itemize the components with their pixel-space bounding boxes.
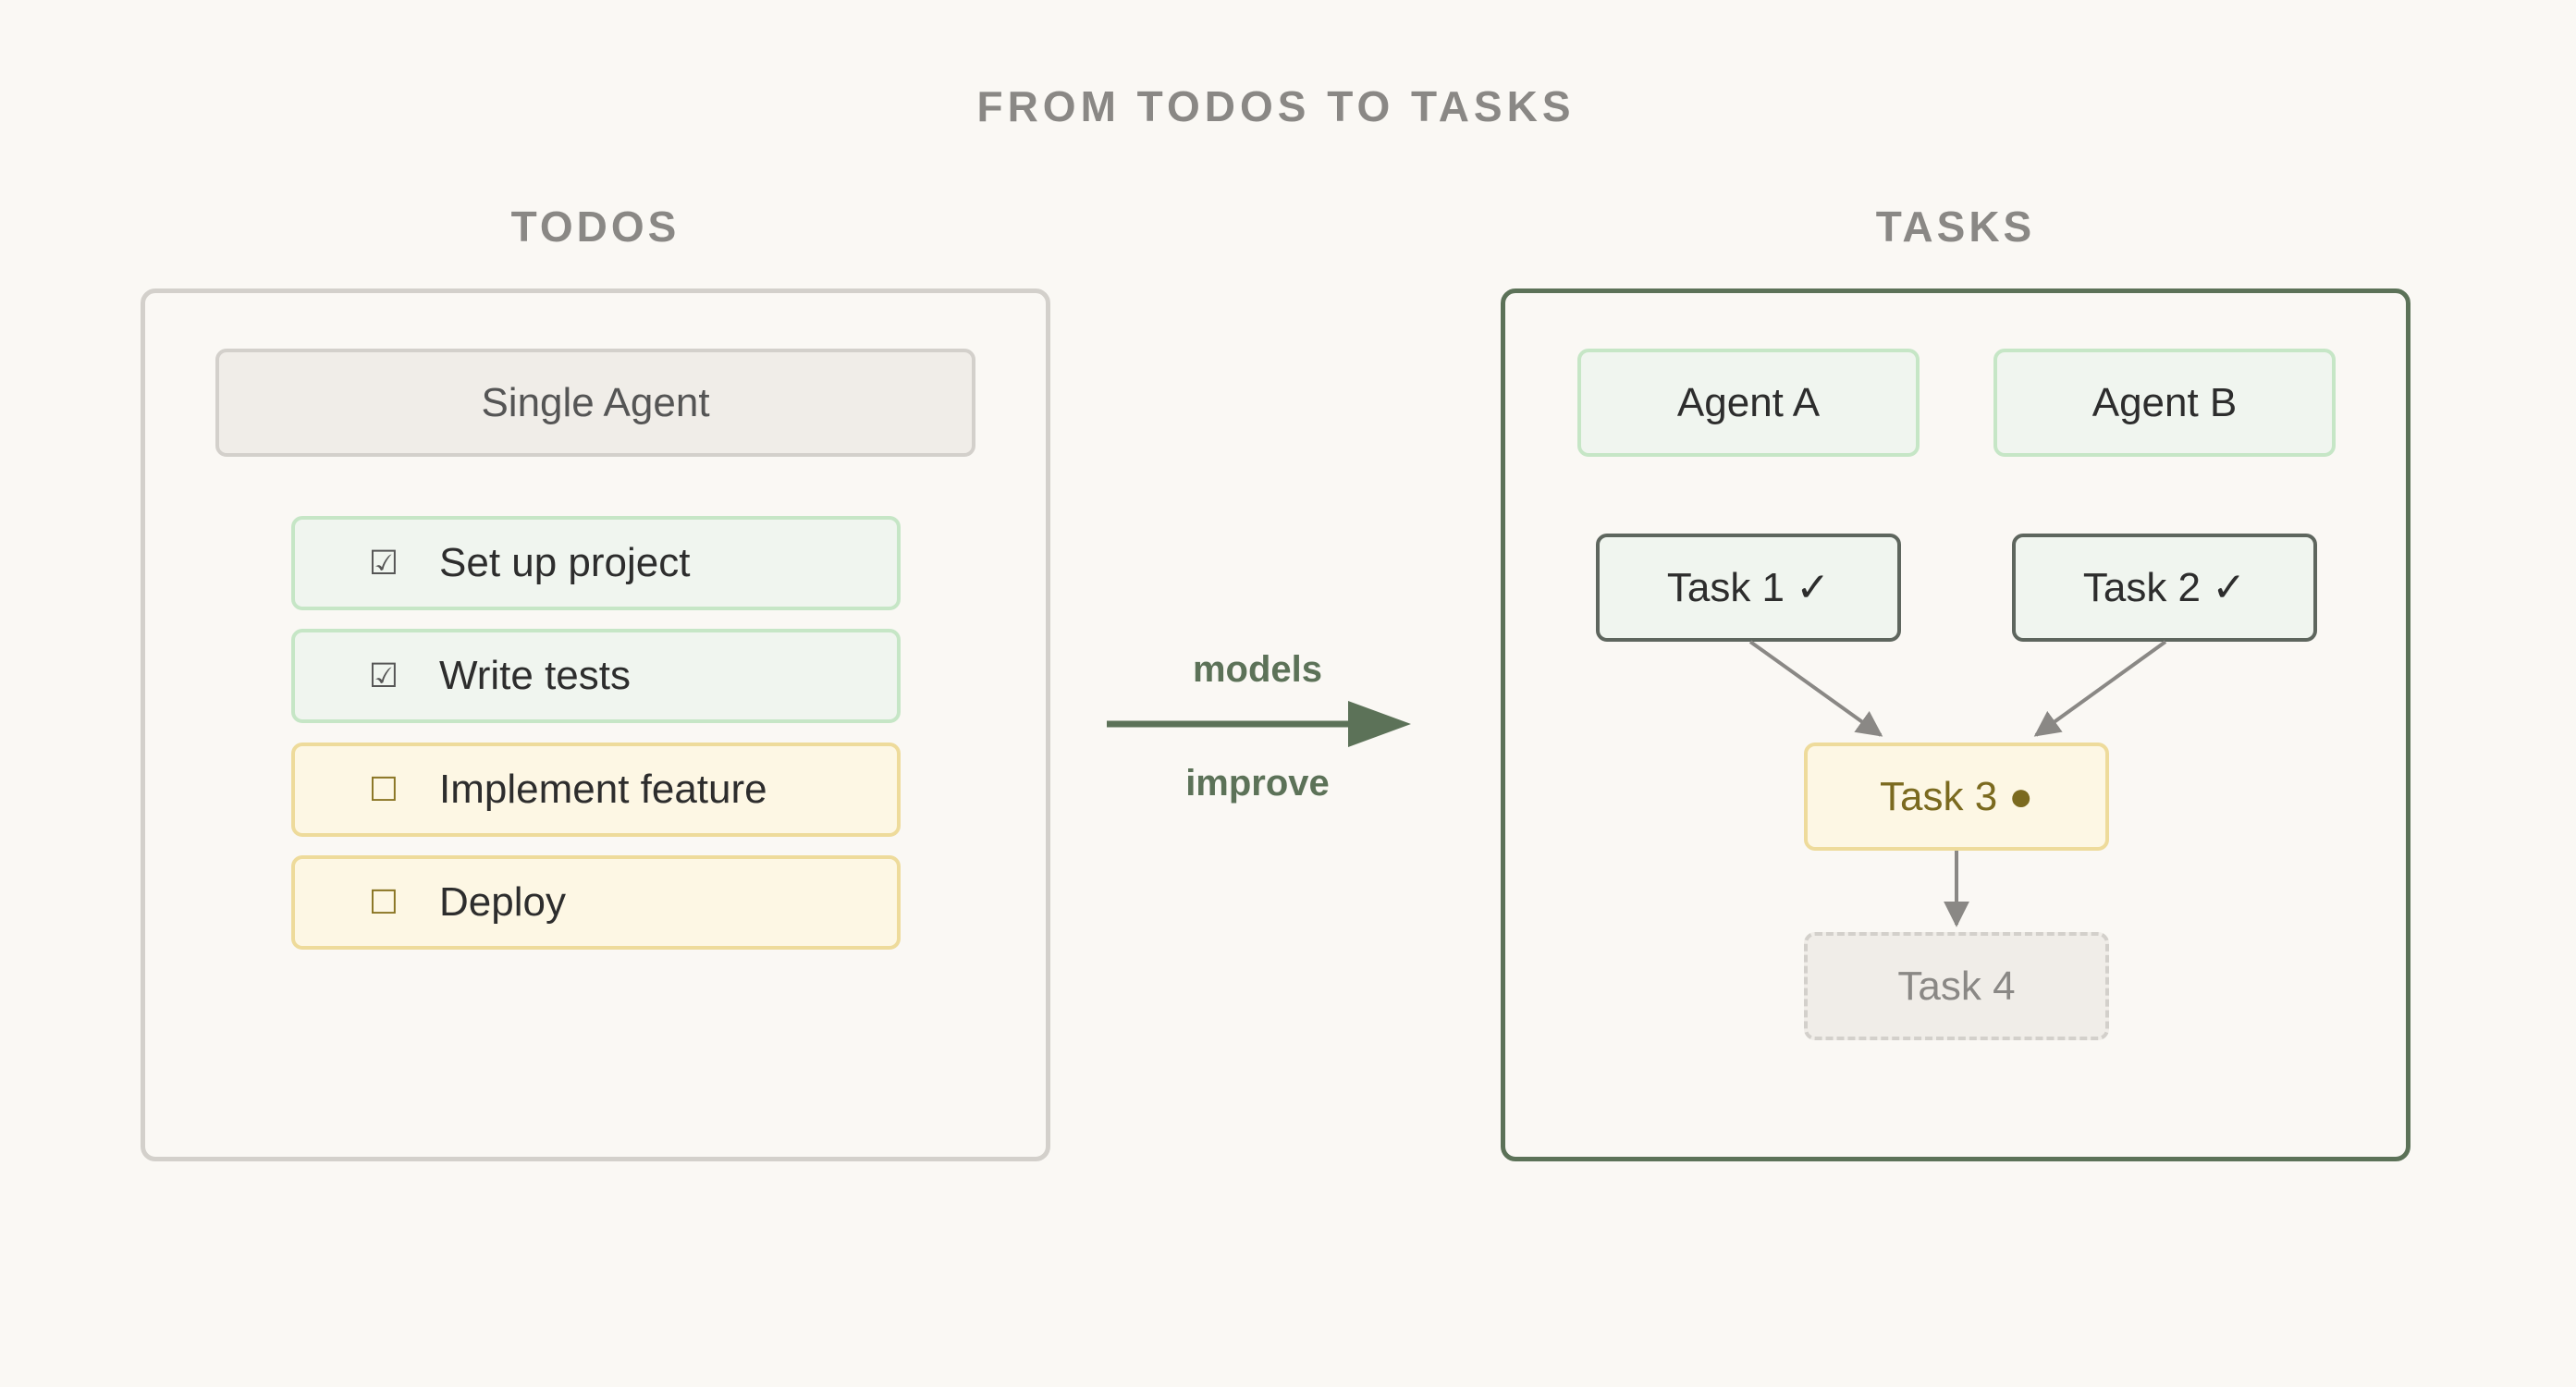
transition-label-bottom: improve — [1185, 763, 1330, 804]
transition-arrow-head — [1348, 701, 1411, 747]
todos-panel — [141, 288, 1050, 1161]
checkbox-empty-icon: ☐ — [368, 883, 399, 921]
agent-a-box: Agent A — [1577, 349, 1920, 457]
agent-b-box: Agent B — [1993, 349, 2336, 457]
edge-task2-task3 — [2033, 640, 2167, 737]
todo-label: Write tests — [439, 653, 632, 698]
todo-item: ☐ Deploy — [291, 855, 901, 950]
todo-label: Implement feature — [439, 767, 767, 812]
checkbox-empty-icon: ☐ — [368, 770, 399, 808]
tasks-panel — [1501, 288, 2410, 1161]
task-2-node: Task 2 ✓ — [2012, 534, 2317, 642]
todo-item: ☑ Set up project — [291, 516, 901, 610]
transition-label-top: models — [1192, 649, 1323, 690]
diagram-title: FROM TODOS TO TASKS — [976, 82, 1576, 130]
single-agent-box: Single Agent — [215, 349, 975, 457]
edge-task1-task3 — [1748, 640, 1883, 737]
task-1-node: Task 1 ✓ — [1596, 534, 1901, 642]
todos-heading: TODOS — [510, 203, 681, 251]
todo-item: ☑ Write tests — [291, 629, 901, 723]
todo-label: Deploy — [439, 879, 566, 925]
todo-label: Set up project — [439, 540, 691, 585]
tasks-heading: TASKS — [1875, 203, 2036, 251]
checkbox-checked-icon: ☑ — [368, 544, 399, 582]
checkbox-checked-icon: ☑ — [368, 657, 399, 694]
todo-item: ☐ Implement feature — [291, 743, 901, 837]
task-4-node: Task 4 — [1804, 932, 2109, 1040]
task-3-node: Task 3 ● — [1804, 743, 2109, 851]
